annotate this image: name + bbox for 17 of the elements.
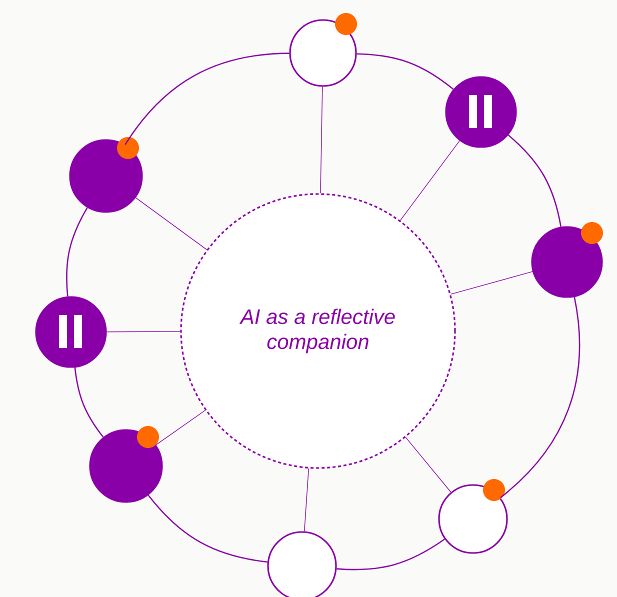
- spoke-line: [106, 331, 181, 332]
- spoke-line: [156, 410, 206, 446]
- spoke-line: [135, 197, 208, 250]
- ring-arc: [124, 52, 290, 145]
- spoke-line: [450, 271, 533, 295]
- spoke-line: [304, 468, 309, 532]
- ring-arc: [508, 134, 562, 227]
- ring-arc: [74, 368, 104, 438]
- spoke-line: [405, 436, 452, 493]
- ring-arc: [356, 53, 454, 90]
- spoke-line: [400, 140, 460, 221]
- ring-arc: [66, 207, 88, 296]
- spoke-line: [320, 86, 323, 194]
- empty-circle: [267, 531, 337, 597]
- ring-arc: [148, 494, 268, 563]
- ring-arc: [500, 296, 580, 498]
- ring-arc: [336, 538, 445, 570]
